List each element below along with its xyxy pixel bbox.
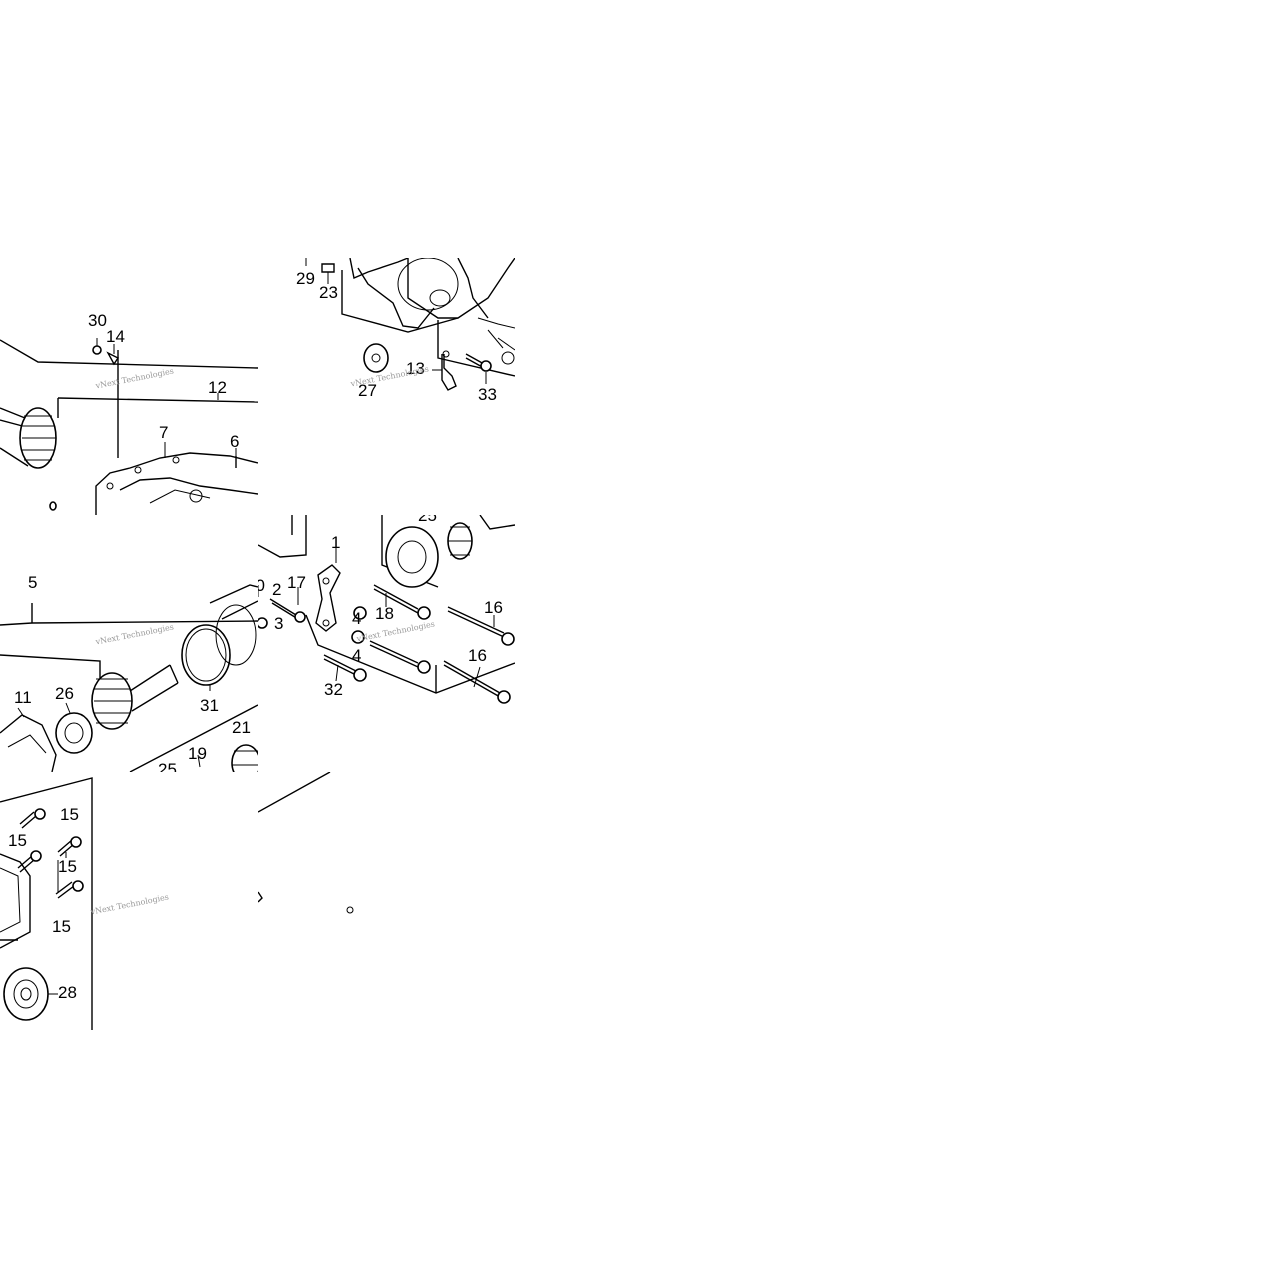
dowel-pin-icon xyxy=(321,263,335,273)
callout-4b: 4 xyxy=(352,646,362,665)
flange-housing-icon xyxy=(209,584,258,666)
cover-plate-icon xyxy=(0,714,57,772)
bolt-icon xyxy=(17,850,42,873)
callout-16: 16 xyxy=(484,598,503,617)
callout-15a: 15 xyxy=(60,805,79,824)
callout-26: 26 xyxy=(55,684,74,703)
gear-icon xyxy=(231,744,258,772)
callout-4: 4 xyxy=(352,609,362,628)
callout-29: 29 xyxy=(296,269,315,288)
callout-15c: 15 xyxy=(58,857,77,876)
gear-icon xyxy=(447,515,515,560)
callout-15d: 15 xyxy=(52,917,71,936)
pinion-gear-icon xyxy=(91,664,179,730)
callout-6: 6 xyxy=(230,432,240,451)
bolt-icon xyxy=(19,808,46,829)
bolt-icon xyxy=(447,606,515,646)
diagram-tile-middle-right: 25 1 10 2 3 17 18 16 16 4 4 32 vNext Tec… xyxy=(258,515,515,772)
tile-lower-fragment-drawing xyxy=(258,772,354,914)
sensor-icon xyxy=(432,350,457,391)
callout-30: 30 xyxy=(88,311,107,330)
bolt-icon xyxy=(465,353,492,384)
callout-13: 13 xyxy=(406,359,425,378)
ball-bearing-icon xyxy=(55,712,93,754)
tile-upper-left-drawing xyxy=(0,338,258,515)
final-drive-housing-icon xyxy=(0,853,31,949)
bracket-icon xyxy=(315,564,341,632)
callout-3: 3 xyxy=(274,614,284,633)
callout-17: 17 xyxy=(287,573,306,592)
diagram-tile-lower-left: 15 15 15 15 28 vNext Technologies xyxy=(0,772,258,1030)
callout-14: 14 xyxy=(106,327,125,346)
tile-lower-left-drawing xyxy=(0,777,93,1030)
callout-23: 23 xyxy=(319,283,338,302)
bevel-gear-icon xyxy=(0,407,57,469)
callout-15b: 15 xyxy=(8,831,27,850)
callout-18: 18 xyxy=(375,604,394,623)
bolt-icon xyxy=(269,598,306,623)
diagram-tile-middle-left: 5 31 11 26 21 19 25 vNext Technologies xyxy=(0,515,258,772)
pin-icon xyxy=(106,351,120,366)
ball-bearing-icon xyxy=(385,526,439,588)
oil-seal-icon xyxy=(363,343,389,373)
callout-1: 1 xyxy=(331,533,341,552)
case-housing-icon xyxy=(95,452,258,515)
callout-25b: 25 xyxy=(418,515,437,525)
bolt-icon xyxy=(323,654,367,682)
callout-19: 19 xyxy=(188,744,207,763)
washer-icon xyxy=(258,617,268,629)
callout-12: 12 xyxy=(208,378,227,397)
ball-bearing-icon xyxy=(3,967,49,1021)
callout-10: 10 xyxy=(258,576,265,595)
callout-7: 7 xyxy=(159,423,169,442)
callout-31: 31 xyxy=(200,696,219,715)
nut-icon xyxy=(353,606,367,620)
callout-33: 33 xyxy=(478,385,497,404)
bolt-icon xyxy=(55,880,84,899)
washer-icon xyxy=(92,345,102,355)
callout-32: 32 xyxy=(324,680,343,699)
callout-11: 11 xyxy=(14,688,32,707)
tile-middle-right-drawing xyxy=(258,515,515,704)
callout-27: 27 xyxy=(358,381,377,400)
callout-16b: 16 xyxy=(468,646,487,665)
callout-2: 2 xyxy=(272,580,282,599)
bolt-icon xyxy=(369,640,431,674)
callout-25: 25 xyxy=(158,760,177,772)
bolt-icon xyxy=(57,836,82,857)
diagram-tile-upper-left: 30 14 12 7 6 vNext Technologies xyxy=(0,258,258,515)
tile-upper-right-drawing xyxy=(305,258,515,391)
o-ring-icon xyxy=(181,624,231,686)
diagram-tile-lower-fragment xyxy=(258,772,360,920)
bolt-icon xyxy=(373,584,431,620)
tile-middle-left-drawing xyxy=(0,584,258,772)
callout-5: 5 xyxy=(28,573,38,592)
callout-28: 28 xyxy=(58,983,77,1002)
diagram-tile-upper-right: 29 23 13 27 33 vNext Technologies xyxy=(258,258,515,408)
bolt-icon xyxy=(443,660,511,704)
callout-21: 21 xyxy=(232,718,251,737)
nut-icon xyxy=(351,630,365,644)
